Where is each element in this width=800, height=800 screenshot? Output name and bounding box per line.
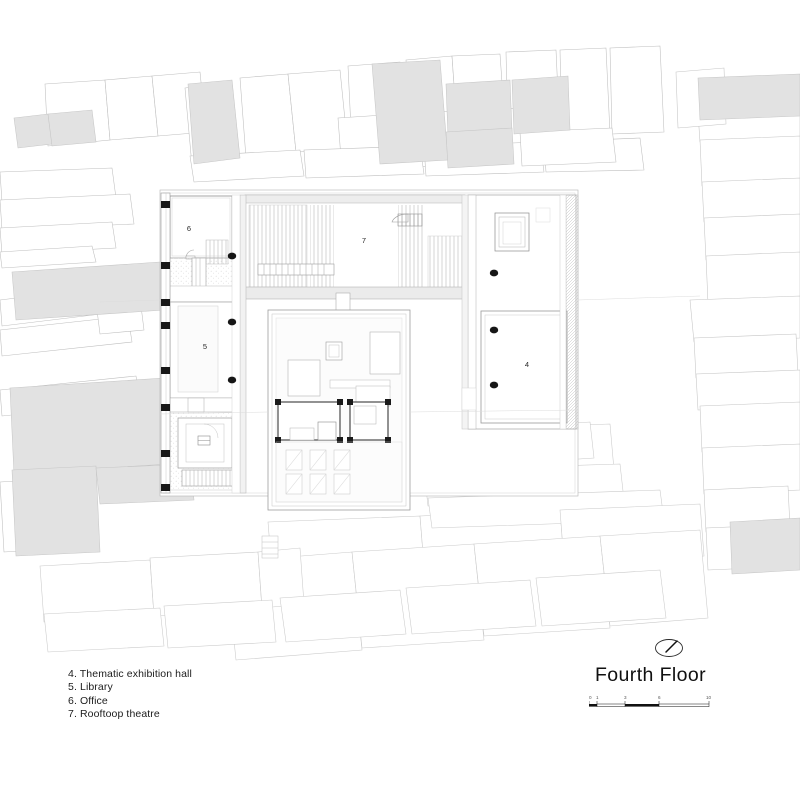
scale-bar: 0 1 3 6 10: [589, 695, 712, 707]
context-buildings-right-filled: [697, 73, 800, 575]
context-buildings-top: [44, 45, 665, 183]
skylight-detail-icon: [494, 207, 551, 252]
corner-nodes: [275, 399, 391, 443]
room-7-rooftop-theatre: [244, 194, 466, 312]
legend-item: 6. Office: [68, 695, 368, 708]
legend-item-label: Rooftoop theatre: [80, 708, 160, 721]
legend-item: 7. Rooftoop theatre: [68, 708, 368, 721]
scale-tick: 0: [589, 695, 592, 700]
legend-item-label: Office: [80, 694, 108, 707]
context-buildings-left-filled: [9, 259, 201, 557]
scale-tick: 6: [658, 695, 661, 700]
page-title: Fourth Floor: [595, 664, 707, 686]
lower-projection: [261, 535, 279, 559]
legend-item: 5. Library: [68, 681, 368, 694]
legend-item-number: 7.: [68, 708, 77, 721]
legend: 4. Thematic exhibition hall 5. Library 6…: [68, 668, 368, 722]
central-courtyard: [267, 309, 411, 511]
structural-columns: [227, 252, 499, 389]
scale-tick: 1: [596, 695, 599, 700]
room-label-5: 5: [203, 342, 207, 351]
scale-tick: 3: [624, 695, 627, 700]
left-facade-wall: [160, 192, 171, 494]
pier-marks: [161, 201, 170, 491]
legend-item-label: Library: [80, 681, 113, 694]
legend-item-number: 4.: [68, 668, 77, 680]
title-block: Fourth Floor 0 1 3 6 10: [585, 636, 765, 716]
room-label-6: 6: [187, 224, 191, 233]
room-label-7: 7: [362, 236, 366, 245]
inner-spine-wall: [231, 194, 247, 494]
left-lower-patio: [169, 411, 241, 491]
stair-run-lower: [257, 263, 335, 276]
spiral-stair-icon: [391, 213, 423, 227]
stair-run-bottom-left: [181, 469, 235, 487]
legend-item-number: 5.: [68, 681, 77, 694]
site-boundary-lines: [99, 295, 701, 415]
legend-item-number: 6.: [68, 694, 77, 707]
courtyard-skylight-grid: [285, 449, 351, 495]
legend-item: 4. Thematic exhibition hall: [68, 668, 368, 681]
room-5-library: [169, 301, 241, 413]
room-label-4: 4: [525, 360, 529, 369]
context-buildings-top-filled: [13, 59, 571, 169]
context-buildings-right: [675, 67, 800, 571]
room-number-labels: 6 7 5 4: [187, 224, 529, 369]
north-arrow-icon: [655, 639, 683, 657]
scale-tick: 10: [706, 695, 712, 700]
legend-item-label: Thematic exhibition hall: [79, 668, 192, 680]
room-4-thematic-exhibition-hall: [461, 194, 579, 430]
